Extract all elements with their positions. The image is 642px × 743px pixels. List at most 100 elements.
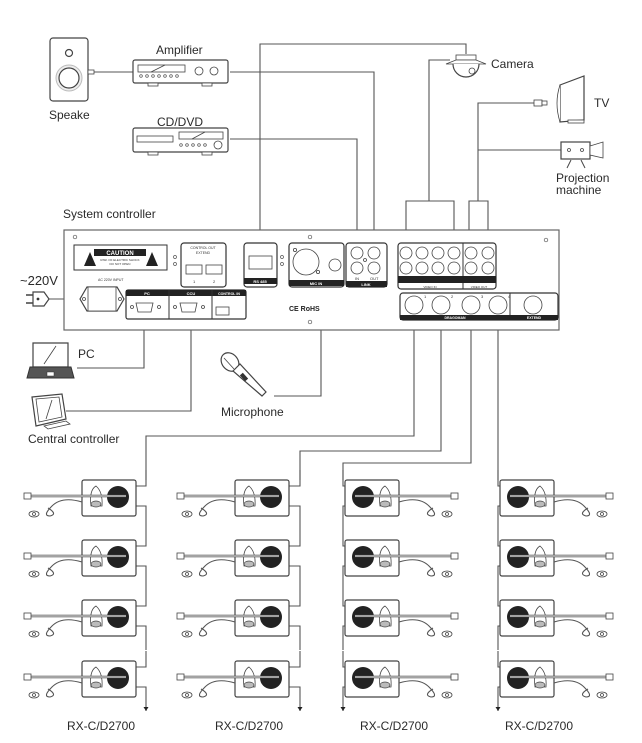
unit-key-icon [243,500,255,508]
wire-central-controller [66,318,192,412]
conference-unit [176,651,301,711]
unit-key-icon [90,500,102,508]
svg-text:AC 220V INPUT: AC 220V INPUT [98,278,124,282]
unit-mic-head-icon [605,673,614,681]
svg-text:OUT: OUT [370,276,379,281]
unit-mic-head-icon [23,673,32,681]
microphone-label: Microphone [221,405,284,419]
unit-cable [553,559,591,577]
microphone-icon [220,352,267,397]
unit-cable [198,499,236,517]
unit-cable [198,619,236,637]
conference-unit [342,470,459,530]
unit-bus-wire [289,590,301,650]
conference-unit [497,530,614,590]
svg-text:CONTROL OUT: CONTROL OUT [190,246,216,250]
unit-column-model-3: RX-C/D2700 [360,719,428,733]
svg-text:2: 2 [213,279,216,284]
unit-key-icon [90,620,102,628]
bus-end-arrow-icon [297,707,303,711]
unit-cable [45,559,83,577]
unit-column [340,470,459,711]
unit-mic-head-icon [176,673,185,681]
unit-column-model-4: RX-C/D2700 [505,719,573,733]
svg-text:CONTROL IN: CONTROL IN [218,292,240,296]
unit-cable [198,559,236,577]
wire-camera-rs485 [259,43,467,245]
svg-text:IN: IN [355,276,359,281]
central-controller-icon [31,393,71,430]
svg-text:DO NOT OPEN: DO NOT OPEN [110,262,131,266]
unit-mic-head-icon [176,612,185,620]
unit-cable [553,619,591,637]
unit-key-icon [379,620,391,628]
svg-text:MIC IN: MIC IN [310,281,323,286]
svg-text:CCU: CCU [187,291,196,296]
unit-key-icon [534,500,546,508]
unit-bus-wire [136,590,147,650]
bus-end-arrow-icon [340,707,346,711]
unit-bus-wire [136,651,147,711]
svg-text:2: 2 [451,294,454,299]
conference-unit [342,590,459,650]
unit-mic-head-icon [176,552,185,560]
unit-cable [398,499,436,517]
unit-cable [553,499,591,517]
bus-end-arrow-icon [143,707,149,711]
unit-mic-head-icon [23,492,32,500]
unit-mic-head-icon [605,492,614,500]
cd-dvd-icon [132,127,229,156]
unit-key-icon [534,681,546,689]
svg-text:LINK: LINK [361,282,370,287]
wire-dragoman-2 [299,320,442,480]
caution-label: CAUTION RISK OF ELECTRIC SHOCK DO NOT OP… [73,244,168,271]
unit-cable [45,499,83,517]
svg-text:PC: PC [144,291,150,296]
wire-amplifier-link [230,71,375,243]
unit-cable [398,619,436,637]
tv-label: TV [594,96,609,110]
mic-in-port: MIC IN [288,242,345,288]
tv-icon [533,75,585,124]
conference-unit [23,470,147,530]
unit-mic-head-icon [605,552,614,560]
unit-mic-head-icon [450,552,459,560]
dragoman-ports: 1 2 3 4 DRAGOMAN EXTEND [399,292,559,321]
bus-end-arrow-icon [495,707,501,711]
unit-cable [398,559,436,577]
svg-text:VIDEO OUT: VIDEO OUT [471,285,488,289]
unit-bus-wire [342,590,345,650]
unit-bus-wire [497,651,500,711]
unit-cable [553,680,591,698]
unit-key-icon [90,681,102,689]
unit-bus-wire [342,651,345,711]
projector-label-line1: Projection [556,171,609,185]
amplifier-icon [132,59,229,87]
conference-unit [23,530,147,590]
control-out-extend-port: CONTROL OUT EXTEND 1 2 [180,242,227,288]
cd-dvd-label: CD/DVD [157,115,203,129]
wire-videoout-display [468,102,561,243]
wire-cd-link [230,138,358,243]
link-port: IN OUT LINK [345,242,388,288]
unit-cable [198,680,236,698]
rs485-port: RS 485 [243,242,278,288]
pc-label: PC [78,347,95,361]
unit-key-icon [379,560,391,568]
conference-unit [497,590,614,650]
unit-key-icon [243,620,255,628]
unit-mic-head-icon [23,552,32,560]
conference-unit [176,470,301,530]
certification-mark: CE RoHS [289,306,320,313]
unit-bus-wire [289,530,301,590]
unit-bus-wire [342,470,345,530]
unit-bus-wire [289,651,301,711]
unit-mic-head-icon [450,612,459,620]
power-label: ~220V [20,273,58,288]
unit-column [23,470,149,711]
unit-mic-head-icon [605,612,614,620]
svg-text:EXTEND: EXTEND [196,251,211,255]
unit-bus-wire [289,470,301,530]
unit-bus-wire [342,530,345,590]
speaker-label: Speake [49,108,90,122]
